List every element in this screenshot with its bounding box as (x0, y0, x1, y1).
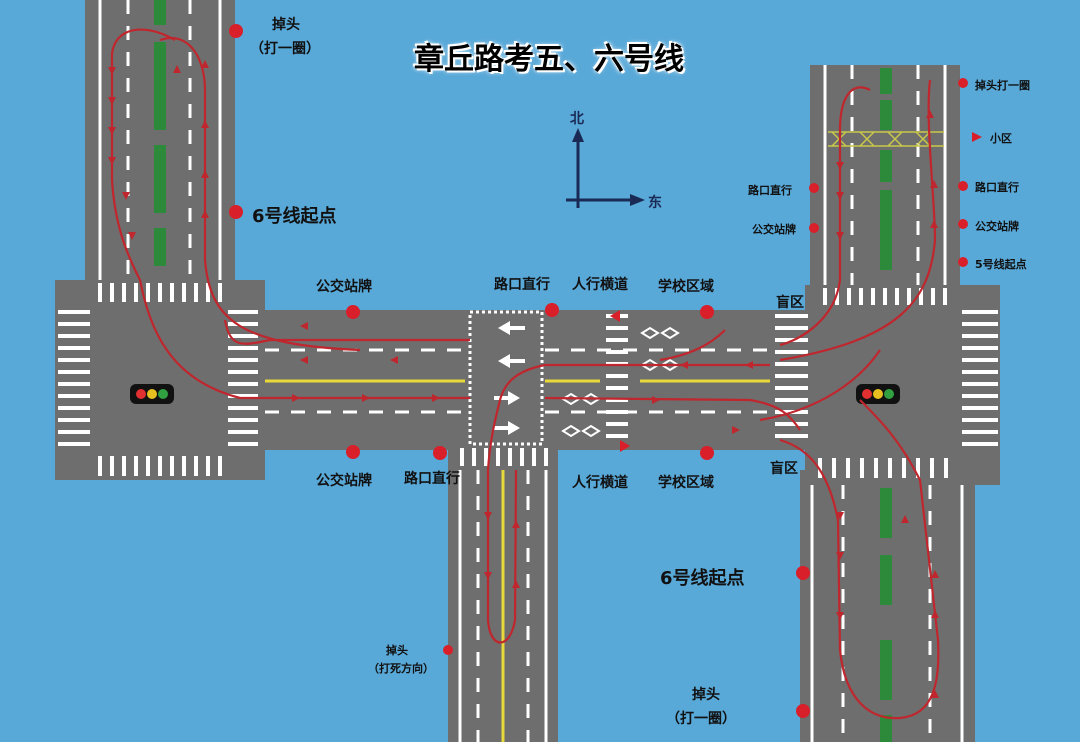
r-start5-label: 5号线起点 (975, 258, 1027, 271)
south-crosswalk (460, 448, 548, 466)
marker-r-straight-left (809, 183, 819, 193)
tl-uturn-note: （打一圈） (250, 41, 320, 57)
crosswalk-flag-bottom (620, 440, 630, 452)
crosswalk-flag-top (610, 310, 620, 322)
straight-bottom-label: 路口直行 (404, 471, 460, 487)
marker-school-bottom (700, 446, 714, 460)
marker-r-straight-right (958, 181, 968, 191)
blind-bottom-label: 盲区 (770, 461, 798, 477)
marker-r-bus-left (809, 223, 819, 233)
route-arrowheads (108, 60, 939, 698)
marker-tl-start (229, 205, 243, 219)
compass-icon (566, 128, 645, 208)
marker-r-start5 (958, 257, 968, 267)
school-bottom-label: 学校区域 (658, 475, 714, 491)
marker-bus-top (346, 305, 360, 319)
r-bus-right-label: 公交站牌 (975, 220, 1019, 233)
crosswalk-top-label: 人行横道 (572, 277, 628, 293)
compass-east-label: 东 (648, 195, 662, 211)
left-west-crosswalk (58, 310, 90, 446)
bus-top-label: 公交站牌 (316, 279, 372, 295)
bus-bottom-label: 公交站牌 (316, 473, 372, 489)
br-uturn-note: （打一圈） (666, 711, 736, 727)
tl-start-label: 6号线起点 (252, 206, 337, 227)
marker-r-uturn (958, 78, 968, 88)
right-east-crosswalk (962, 310, 998, 446)
left-top-crosswalk (98, 283, 222, 302)
marker-school-top (700, 305, 714, 319)
marker-br-start6 (796, 566, 810, 580)
r-straight-left-label: 路口直行 (748, 184, 792, 197)
marker-tl-uturn (229, 24, 243, 38)
r-straight-right-label: 路口直行 (975, 181, 1019, 194)
br-uturn-label: 掉头 (692, 687, 720, 703)
tl-uturn-label: 掉头 (272, 17, 300, 33)
br-start6-label: 6号线起点 (660, 568, 745, 589)
crosswalk-bottom-label: 人行横道 (572, 475, 628, 491)
marker-south-uturn (443, 645, 453, 655)
marker-bus-bottom (346, 445, 360, 459)
community-flag (972, 132, 982, 142)
r-bus-left-label: 公交站牌 (752, 223, 796, 236)
marker-br-uturn (796, 704, 810, 718)
route-paths (110, 28, 940, 720)
marker-r-bus-right (958, 219, 968, 229)
blind-top-label: 盲区 (776, 295, 804, 311)
marker-straight-top (545, 303, 559, 317)
r-uturn-label: 掉头打一圈 (975, 79, 1030, 92)
middle-junction-box (468, 310, 544, 446)
page-title: 章丘路考五、六号线 (414, 42, 684, 77)
lane-arrows (494, 321, 525, 435)
left-bottom-crosswalk (98, 456, 222, 476)
compass-north-label: 北 (570, 111, 584, 127)
south-uturn-label: 掉头 (386, 644, 408, 657)
south-uturn-note: （打死方向） (368, 662, 434, 675)
marker-straight-bottom (433, 446, 447, 460)
r-community-label: 小区 (990, 132, 1012, 145)
left-traffic-light-icon (130, 384, 174, 404)
right-traffic-light-icon (856, 384, 900, 404)
right-bottom-crosswalk (818, 458, 948, 478)
straight-top-label: 路口直行 (494, 277, 550, 293)
school-top-label: 学校区域 (658, 279, 714, 295)
